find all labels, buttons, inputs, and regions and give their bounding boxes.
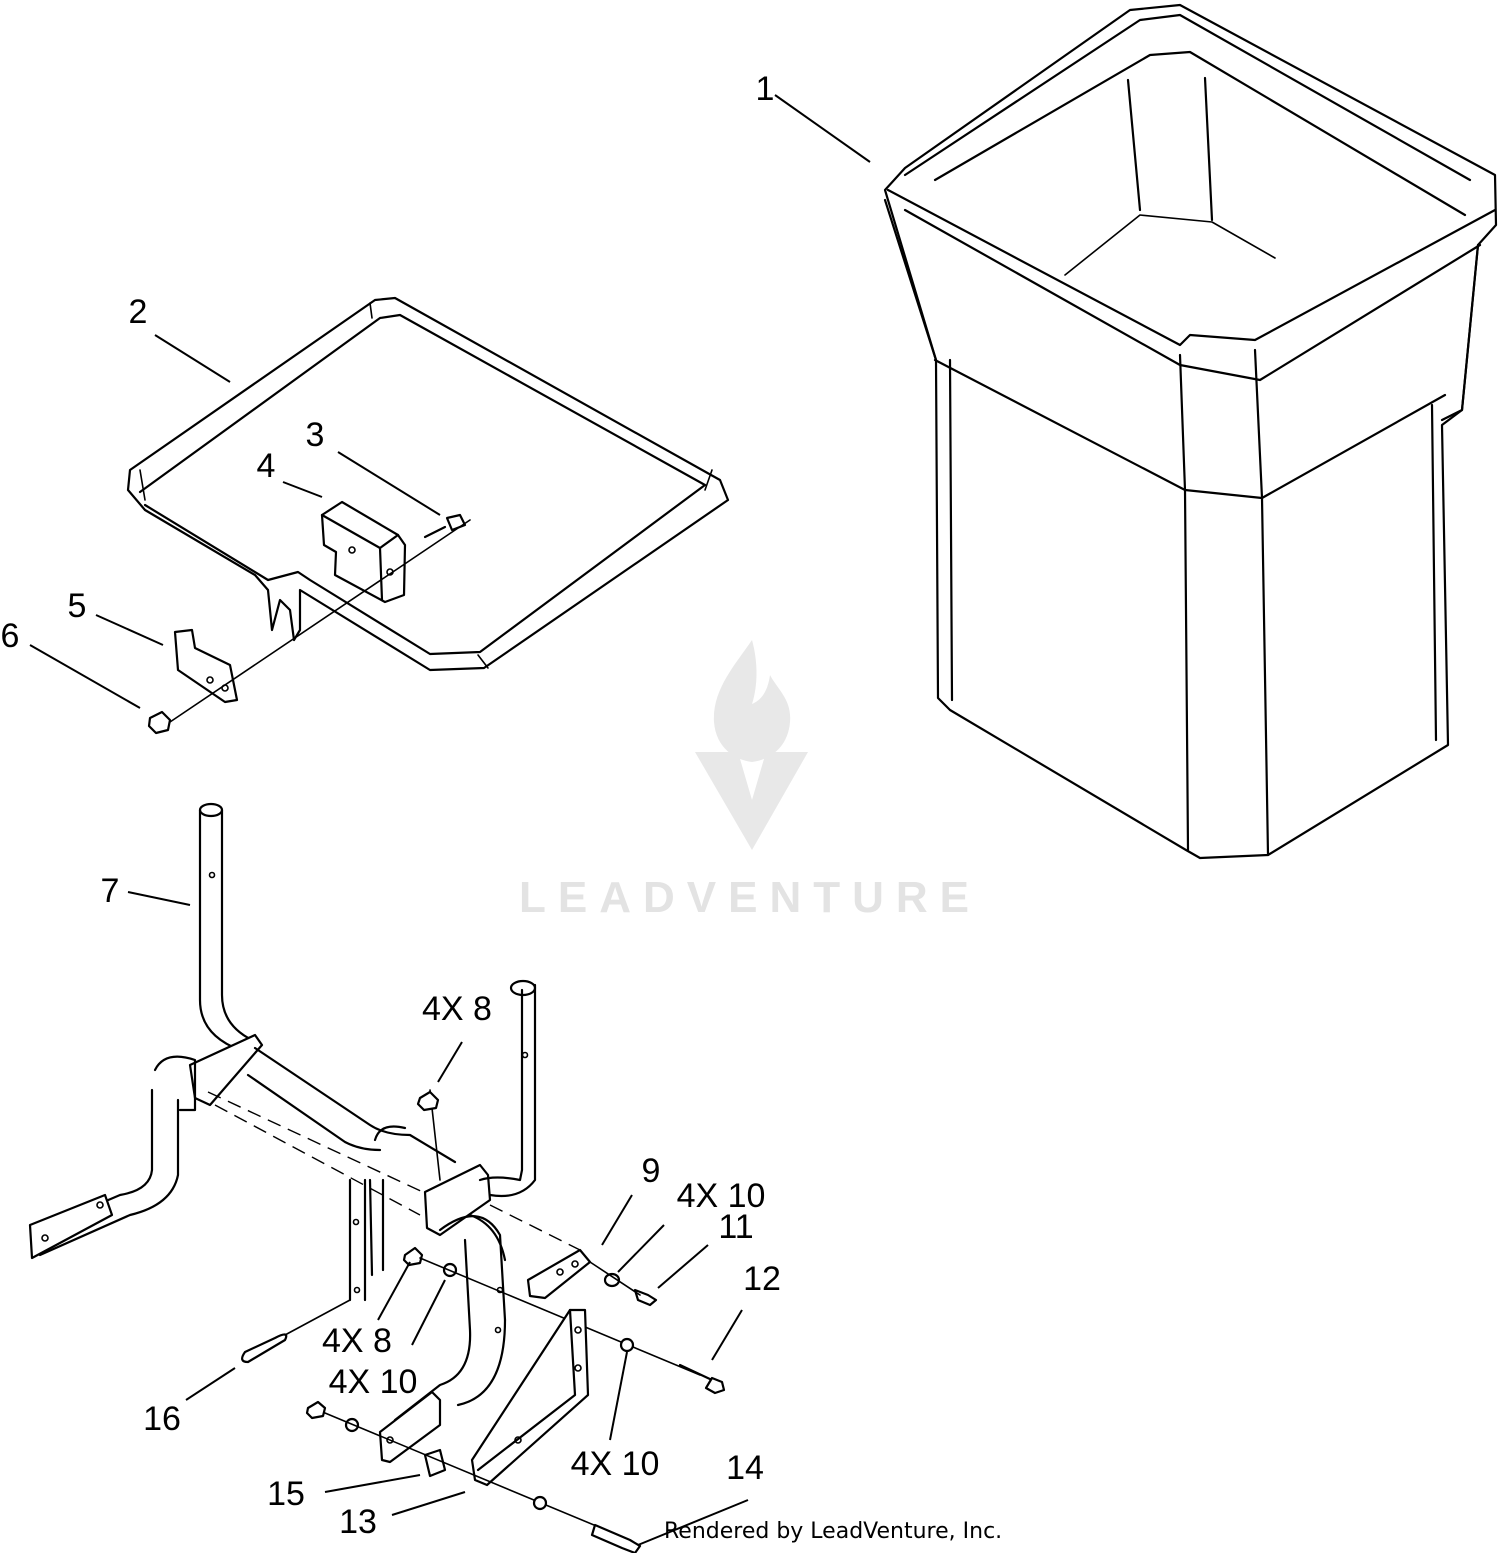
callout-4: 4: [257, 447, 276, 485]
part-12-bolt: [619, 1337, 726, 1395]
part-7-mount-tube: [28, 802, 581, 1422]
hardware-axis-12: [419, 1257, 701, 1376]
frame-hardware-axis: [169, 519, 471, 723]
part-14-bolt: [590, 1523, 642, 1553]
callout-2: 2: [129, 293, 148, 331]
part-6-nut: [147, 710, 172, 735]
part-16-pin: [241, 1299, 351, 1364]
callout-12: 12: [743, 1260, 781, 1298]
part-5-plate: [173, 628, 239, 704]
callout-6: 6: [1, 617, 20, 655]
part-1-bag: [883, 3, 1498, 860]
leader-lines: [29, 94, 871, 1546]
part-13-plate: [470, 1308, 590, 1487]
callout-11: 11: [718, 1208, 753, 1246]
part-8-nut-bottom: [305, 1400, 327, 1420]
callout-15: 15: [267, 1475, 305, 1513]
watermark: LEADVENTURE: [519, 640, 981, 922]
part-2-frame: [126, 296, 730, 672]
callout-8a: 4X 8: [422, 990, 492, 1028]
callout-labels: 1 2 3 4 5 6 7 4X 8 9 4X 10 11 12 4X 8 4X…: [1, 70, 781, 1541]
callout-16: 16: [143, 1400, 181, 1438]
render-credit: Rendered by LeadVenture, Inc.: [664, 1519, 1002, 1544]
watermark-text: LEADVENTURE: [519, 873, 981, 922]
part-9-bracket: [526, 1248, 592, 1300]
part-4-bracket: [320, 500, 407, 604]
callout-3: 3: [306, 416, 325, 454]
callout-13: 13: [339, 1503, 377, 1541]
callout-1: 1: [756, 70, 775, 108]
part-11-bolt: [589, 1261, 658, 1307]
callout-10b: 4X 10: [329, 1363, 418, 1401]
part-15-spacer: [423, 1448, 447, 1478]
part-10-washer-a: [603, 1272, 621, 1288]
callout-9: 9: [642, 1152, 661, 1190]
part-10-washer-c: [532, 1495, 548, 1511]
callout-7: 7: [101, 872, 120, 910]
part-8-nut-top: [416, 1090, 440, 1112]
callout-5: 5: [68, 587, 87, 625]
hardware-axis-14: [324, 1412, 631, 1541]
part-8-nut-left: [402, 1246, 424, 1267]
flame-logo-icon: [695, 640, 808, 850]
callout-14: 14: [726, 1449, 764, 1487]
part-3-bolt: [423, 513, 467, 539]
callout-8b: 4X 8: [322, 1322, 392, 1360]
callout-10c: 4X 10: [571, 1445, 660, 1483]
part-15-bracket: [378, 1390, 442, 1464]
callout-10a: 4X 10: [677, 1177, 766, 1215]
